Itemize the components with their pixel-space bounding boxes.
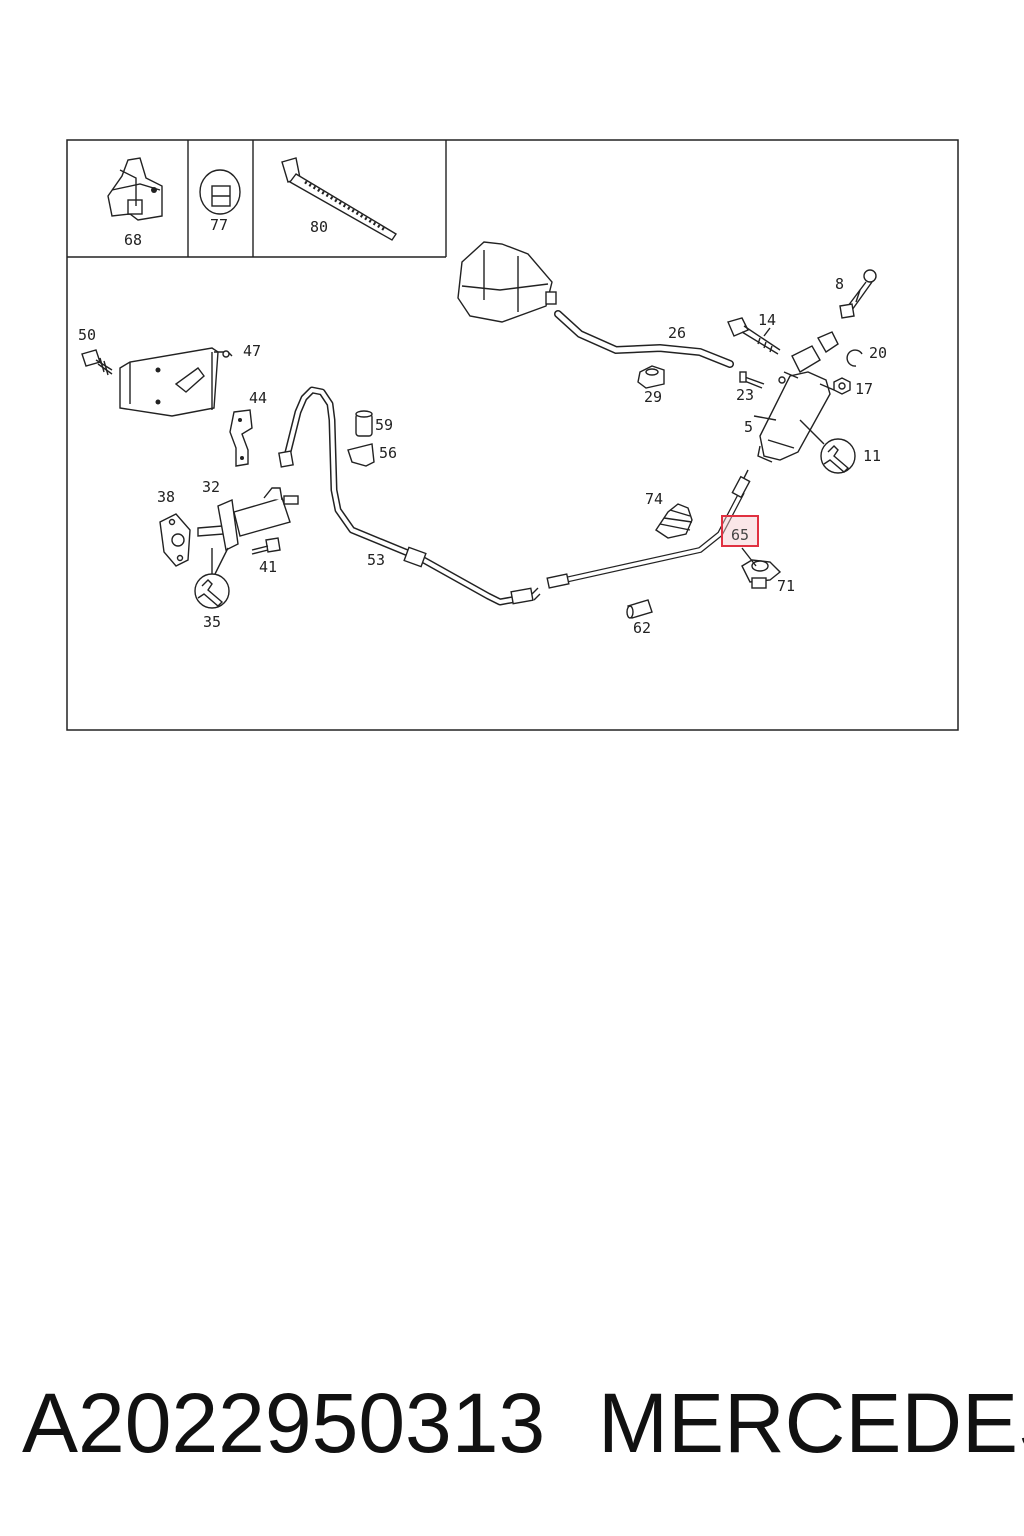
grommet-part-icon	[199, 169, 241, 215]
master-cylinder-5-icon	[757, 331, 839, 463]
leader-lines	[211, 289, 861, 574]
clip-56-icon	[347, 443, 375, 467]
fluid-reservoir-icon	[457, 241, 557, 323]
callout-74: 74	[645, 490, 663, 508]
inset-label-80: 80	[310, 218, 328, 236]
callout-26: 26	[668, 324, 686, 342]
mount-71-icon	[741, 559, 782, 589]
callout-56: 56	[379, 444, 397, 462]
circlip-20-icon	[846, 349, 863, 367]
grommet-29-icon	[637, 365, 665, 389]
callout-38: 38	[157, 488, 175, 506]
callout-44: 44	[249, 389, 267, 407]
slave-cylinder-32-icon	[197, 487, 299, 577]
callout-47: 47	[243, 342, 261, 360]
wrench-11-icon	[799, 419, 856, 474]
caption-bar: A2022950313 MERCEDES	[0, 1368, 1024, 1478]
callout-11: 11	[863, 447, 881, 465]
part-number: A2022950313	[22, 1376, 546, 1470]
callout-14: 14	[758, 311, 776, 329]
brake-line-53-icon	[278, 386, 541, 606]
callout-17: 17	[855, 380, 873, 398]
parts-diagram: 68 77 80 50 47 44 59 56 38 32 41 35 53 2…	[66, 139, 959, 731]
boot-74-icon	[655, 503, 693, 539]
brand-name: MERCEDES	[598, 1376, 1024, 1470]
callout-65: 65	[731, 526, 749, 544]
nut-17-icon	[833, 377, 851, 395]
callout-5: 5	[744, 418, 753, 436]
wrench-35-icon	[194, 573, 230, 609]
sleeve-62-icon	[626, 599, 653, 619]
pushrod-8-icon	[839, 269, 877, 319]
clip-part-icon	[107, 157, 163, 221]
inset-label-68: 68	[124, 231, 142, 249]
bracket-47-icon	[119, 347, 233, 417]
bolt-41-icon	[251, 537, 281, 555]
callout-29: 29	[644, 388, 662, 406]
callout-59: 59	[375, 416, 393, 434]
gasket-38-icon	[159, 513, 191, 567]
callout-20: 20	[869, 344, 887, 362]
inset-label-77: 77	[210, 216, 228, 234]
highlight-box-65	[721, 515, 759, 547]
callout-23: 23	[736, 386, 754, 404]
callout-32: 32	[202, 478, 220, 496]
bolt-50-icon	[81, 349, 113, 376]
sleeve-59-icon	[355, 410, 373, 437]
inset-panel	[67, 140, 447, 258]
callout-50: 50	[78, 326, 96, 344]
diagram-frame	[66, 139, 959, 731]
cable-tie-part-icon	[281, 157, 397, 241]
callout-41: 41	[259, 558, 277, 576]
bolt-14-icon	[727, 317, 781, 355]
callout-35: 35	[203, 613, 221, 631]
callout-62: 62	[633, 619, 651, 637]
callout-8: 8	[835, 275, 844, 293]
hydraulic-line-65-icon	[546, 469, 751, 589]
callout-71: 71	[777, 577, 795, 595]
clamp-44-icon	[229, 409, 253, 467]
screw-23-icon	[739, 371, 765, 389]
callout-53: 53	[367, 551, 385, 569]
hose-26-icon	[554, 310, 734, 368]
